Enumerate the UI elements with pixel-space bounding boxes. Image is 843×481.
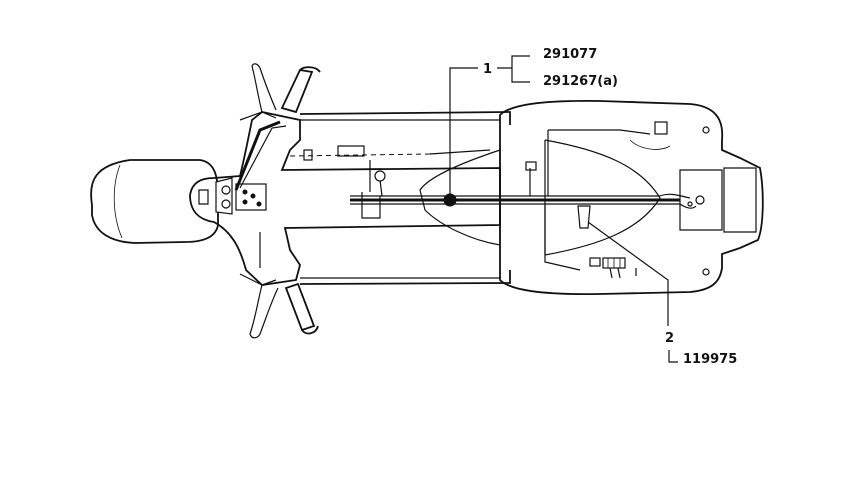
part-number-291077: 291077 <box>543 47 598 62</box>
part-number-119975: 119975 <box>683 352 738 367</box>
leader-lines <box>449 55 678 363</box>
frame-body <box>299 111 511 285</box>
handlebar-grips <box>239 63 321 339</box>
callout-number-2: 2 <box>665 331 675 346</box>
wiring-harness <box>234 120 697 279</box>
part-number-291267a: 291267(a) <box>543 74 618 89</box>
callout-number-1: 1 <box>483 62 493 77</box>
rear-body <box>499 99 764 296</box>
